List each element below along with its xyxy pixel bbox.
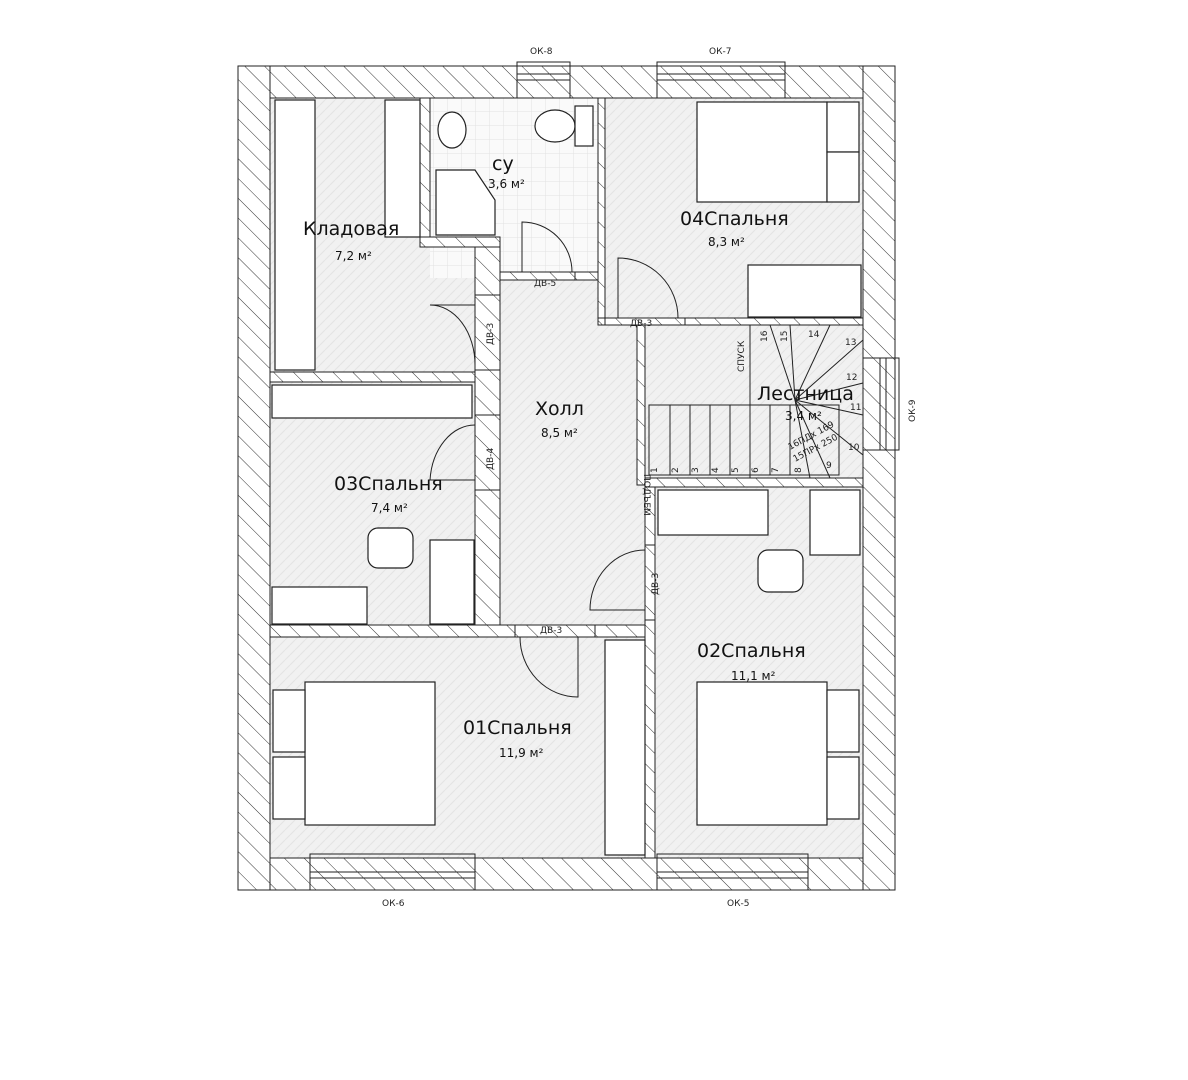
room-name-storage: Кладовая — [303, 218, 399, 240]
room-area-hall: 8,5 м² — [541, 426, 578, 440]
stair-step-numbers: 1 2 3 4 5 6 7 8 9 10 11 12 13 14 15 16 — [650, 330, 861, 473]
shelf-bedroom3-bottom — [271, 586, 368, 625]
svg-text:7: 7 — [771, 467, 781, 473]
svg-text:14: 14 — [808, 330, 820, 340]
door-bedroom4: ДВ-3 — [604, 257, 686, 329]
svg-text:11: 11 — [850, 403, 861, 413]
shower-icon — [435, 169, 496, 236]
walls — [237, 65, 896, 891]
svg-text:4: 4 — [711, 467, 721, 473]
sink-icon — [437, 111, 467, 149]
room-area-bedroom1: 11,9 м² — [499, 746, 544, 760]
svg-text:5: 5 — [731, 467, 741, 473]
wardrobe-storage-left — [274, 99, 316, 371]
door-label-bedroom3: ДВ-4 — [486, 448, 496, 470]
room-name-hall: Холл — [535, 398, 584, 420]
room-name-wc: су — [492, 153, 514, 175]
wardrobe-bedroom2 — [657, 489, 769, 536]
door-wc: ДВ-5 — [499, 221, 576, 289]
room-area-wc: 3,6 м² — [488, 177, 525, 191]
window-ok7: ОК-7 — [656, 47, 786, 99]
window-ok5: ОК-5 — [656, 853, 809, 909]
svg-text:16: 16 — [760, 330, 770, 342]
svg-text:15: 15 — [780, 331, 790, 342]
door-bedroom2: ДВ-3 — [589, 544, 661, 621]
window-label-ok5: ОК-5 — [727, 899, 749, 909]
room-name-bedroom1: 01Спальня — [463, 717, 572, 739]
room-area-storage: 7,2 м² — [335, 249, 372, 263]
shelf-bedroom3 — [271, 384, 473, 419]
room-name-bedroom3: 03Спальня — [334, 473, 443, 495]
wardrobe-bedroom4 — [747, 264, 862, 318]
desk-bedroom2 — [809, 489, 861, 556]
door-label-wc: ДВ-5 — [534, 279, 556, 289]
room-area-bedroom2: 11,1 м² — [731, 669, 776, 683]
svg-text:6: 6 — [751, 467, 761, 473]
desk-bedroom3 — [429, 539, 475, 625]
svg-text:1: 1 — [650, 467, 660, 473]
window-label-ok8: ОК-8 — [530, 47, 553, 57]
room-name-bedroom2: 02Спальня — [697, 640, 806, 662]
svg-text:9: 9 — [826, 461, 832, 471]
toilet-icon — [534, 109, 576, 143]
svg-text:2: 2 — [671, 467, 681, 473]
window-label-ok7: ОК-7 — [709, 47, 731, 57]
window-label-ok9: ОК-9 — [908, 399, 918, 422]
door-label-bedroom2: ДВ-3 — [651, 573, 661, 595]
bed-bedroom1 — [304, 681, 436, 826]
stair-down-label: СПУСК — [737, 340, 747, 372]
room-name-stairs: Лестница — [757, 383, 854, 405]
door-bedroom3: ДВ-4 — [429, 414, 501, 491]
room-area-stairs: 3,4 м² — [785, 409, 822, 423]
room-labels: Кладовая 7,2 м² су 3,6 м² 04Спальня 8,3 … — [303, 153, 854, 760]
window-label-ok6: ОК-6 — [382, 899, 405, 909]
wardrobe-storage-right — [384, 99, 421, 238]
door-label-bedroom4: ДВ-3 — [630, 319, 652, 329]
windows: ОК-8 ОК-7 ОК-9 ОК-6 ОК-5 — [309, 47, 918, 909]
wardrobe-bedroom1 — [604, 639, 646, 856]
furniture — [271, 99, 862, 856]
chair-icon — [757, 549, 804, 593]
doors: ДВ-5 ДВ-3 ДВ-3 ДВ-4 ДВ-3 ДВ-3 — [429, 221, 686, 698]
chair-icon — [367, 527, 414, 569]
room-name-bedroom4: 04Спальня — [680, 208, 789, 230]
stair-up-label: ПОДЪЕМ — [641, 474, 651, 516]
door-storage: ДВ-3 — [429, 294, 501, 371]
svg-text:3: 3 — [691, 467, 701, 473]
svg-text:8: 8 — [794, 467, 804, 473]
svg-text:12: 12 — [846, 373, 857, 383]
room-area-bedroom3: 7,4 м² — [371, 501, 408, 515]
svg-text:10: 10 — [848, 443, 860, 453]
door-label-bedroom1: ДВ-3 — [540, 626, 562, 636]
door-label-storage: ДВ-3 — [486, 323, 496, 345]
bed-bedroom2 — [696, 681, 828, 826]
window-ok8: ОК-8 — [516, 47, 571, 99]
svg-text:13: 13 — [845, 338, 856, 348]
window-ok6: ОК-6 — [309, 853, 476, 909]
room-area-bedroom4: 8,3 м² — [708, 235, 745, 249]
bed-bedroom4 — [696, 101, 828, 203]
door-bedroom1: ДВ-3 — [514, 624, 596, 698]
